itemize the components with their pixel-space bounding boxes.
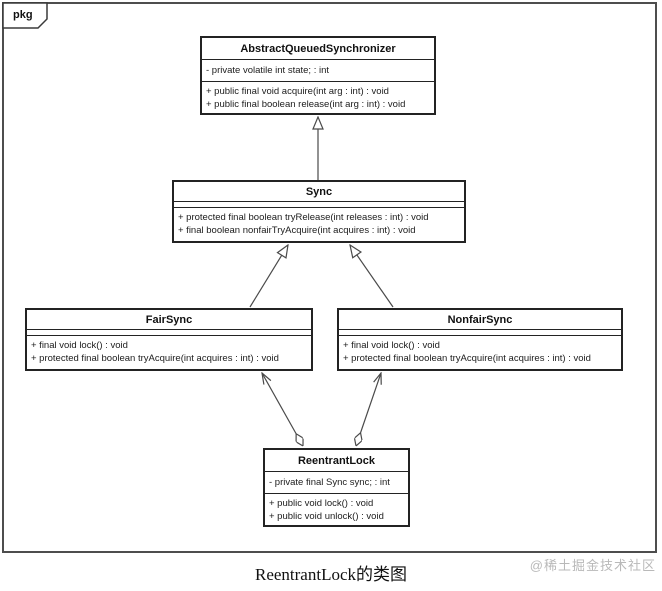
package-tab-shape	[2, 2, 48, 29]
diagram-caption: ReentrantLock的类图	[254, 565, 407, 584]
method-row: + final boolean nonfairTryAcquire(int ac…	[178, 225, 416, 236]
method-row: + public void lock() : void	[269, 498, 374, 509]
package-tab-label: pkg	[13, 9, 33, 21]
methods-compartment: + protected final boolean tryRelease(int…	[174, 207, 464, 241]
methods-compartment: + final void lock() : void + protected f…	[27, 335, 311, 369]
attributes-compartment	[27, 329, 311, 335]
method-row: + final void lock() : void	[31, 340, 128, 351]
method-row: + protected final boolean tryAcquire(int…	[343, 353, 591, 364]
package-tab: pkg	[2, 2, 48, 29]
method-row: + protected final boolean tryRelease(int…	[178, 212, 429, 223]
method-row: + protected final boolean tryAcquire(int…	[31, 353, 279, 364]
methods-compartment: + public void lock() : void + public voi…	[265, 493, 408, 525]
attributes-compartment: - private final Sync sync; : int	[265, 471, 408, 493]
class-box-abstractqueuedsynchronizer: AbstractQueuedSynchronizer - private vol…	[200, 36, 436, 115]
class-title: FairSync	[145, 313, 193, 326]
attributes-compartment: - private volatile int state; : int	[202, 59, 434, 81]
method-row: + final void lock() : void	[343, 340, 440, 351]
methods-compartment: + public final void acquire(int arg : in…	[202, 81, 434, 113]
class-title: Sync	[305, 185, 333, 198]
class-box-reentrantlock: ReentrantLock - private final Sync sync;…	[263, 448, 410, 527]
class-title: AbstractQueuedSynchronizer	[240, 42, 396, 55]
attributes-compartment	[174, 201, 464, 207]
class-box-sync: Sync + protected final boolean tryReleas…	[172, 180, 466, 243]
attribute-row: - private volatile int state; : int	[206, 65, 330, 76]
method-row: + public void unlock() : void	[269, 511, 384, 522]
attribute-row: - private final Sync sync; : int	[269, 477, 390, 488]
class-title: NonfairSync	[447, 313, 513, 326]
method-row: + public final boolean release(int arg :…	[206, 99, 406, 110]
class-box-nonfairsync: NonfairSync + final void lock() : void +…	[337, 308, 623, 371]
attributes-compartment	[339, 329, 621, 335]
method-row: + public final void acquire(int arg : in…	[206, 86, 389, 97]
class-box-fairsync: FairSync + final void lock() : void + pr…	[25, 308, 313, 371]
class-title: ReentrantLock	[297, 454, 376, 467]
methods-compartment: + final void lock() : void + protected f…	[339, 335, 621, 369]
watermark-text: @稀土掘金技术社区	[529, 558, 656, 573]
